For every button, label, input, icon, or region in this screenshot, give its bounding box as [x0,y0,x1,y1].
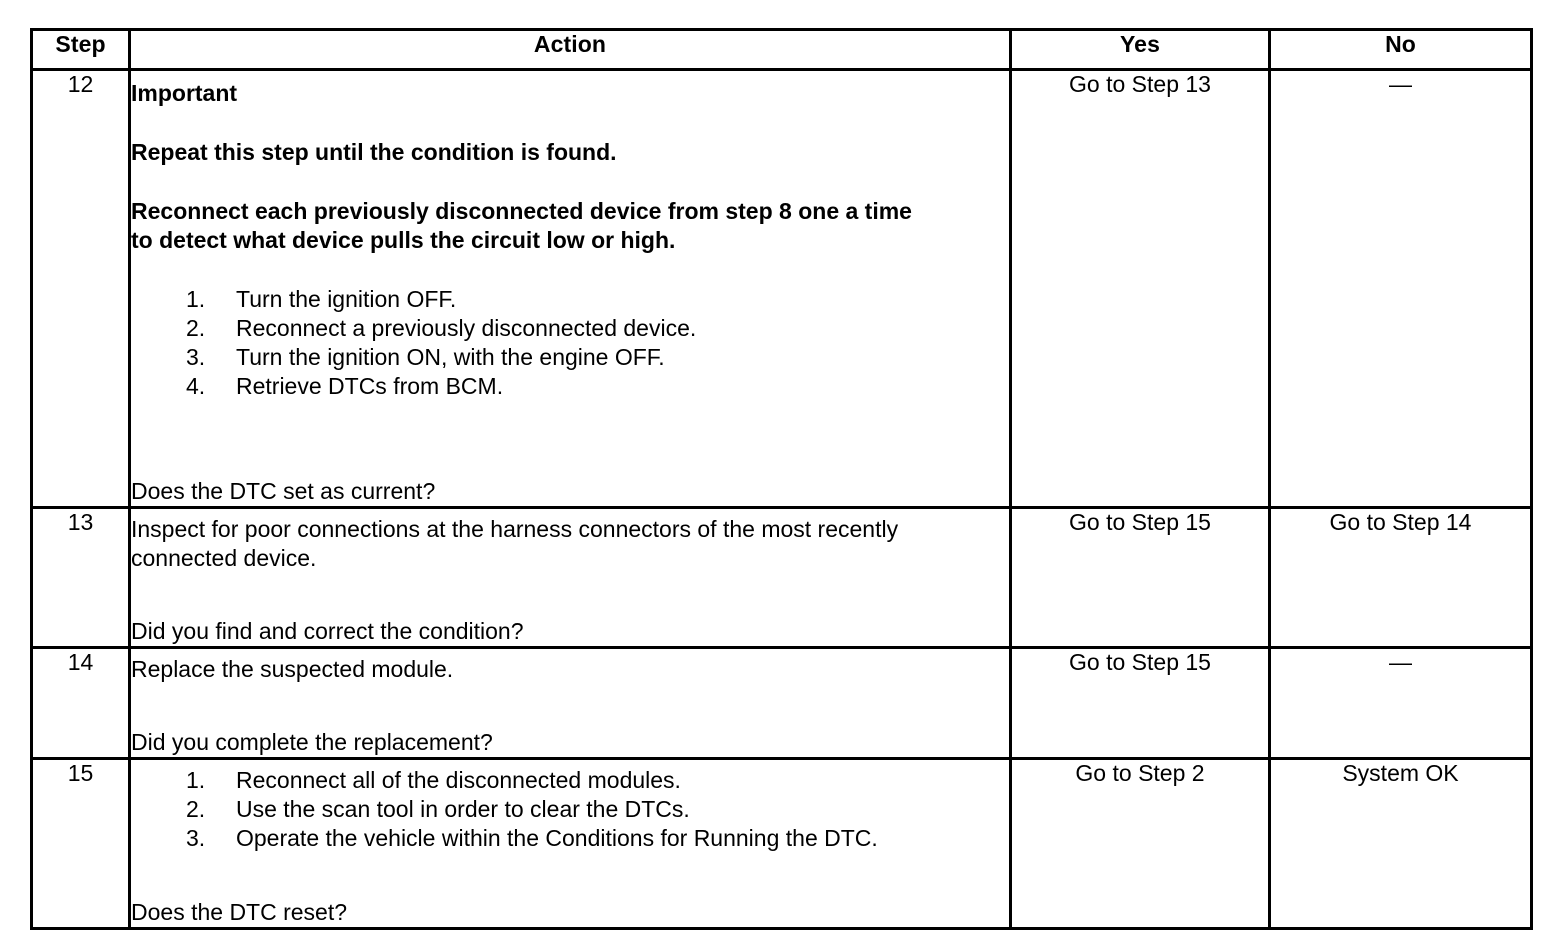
list-item-text: Reconnect all of the disconnected module… [236,767,681,793]
list-item-text: Use the scan tool in order to clear the … [236,796,690,822]
list-item-text: Reconnect a previously disconnected devi… [236,315,697,341]
list-item-text: Operate the vehicle within the Condition… [236,825,878,851]
list-item-number: 1. [186,767,206,793]
column-header-no: No [1268,28,1533,71]
no-answer-cell: — [1268,646,1533,760]
spacer [131,167,1009,197]
yes-answer-text: Go to Step 15 [1069,649,1211,675]
action-cell: Replace the suspected module. Did you co… [128,646,1012,760]
diagnostic-procedure-table: Step Action Yes No 12 Important Repeat t… [30,28,1533,930]
action-question: Does the DTC reset? [131,899,348,925]
list-item-number: 2. [186,315,206,341]
list-item: 3. Turn the ignition ON, with the engine … [131,343,1009,372]
yes-answer-cell: Go to Step 13 [1009,68,1271,509]
spacer [131,255,1009,285]
step-number: 15 [30,757,131,930]
no-answer-cell: System OK [1268,757,1533,930]
yes-answer-text: Go to Step 15 [1069,509,1211,535]
important-note: Repeat this step until the condition is … [131,139,617,165]
spacer [131,684,1009,728]
list-item-text: Retrieve DTCs from BCM. [236,373,504,399]
spacer [131,108,1009,138]
no-answer-text: — [1389,649,1412,675]
action-statement: Replace the suspected module. [131,656,454,682]
list-item: 4. Retrieve DTCs from BCM. [131,372,1009,401]
table-body: 12 Important Repeat this step until the … [30,68,1533,930]
column-header-step: Step [30,28,131,71]
action-statement: Inspect for poor connections at the harn… [131,516,899,571]
table-row: 13 Inspect for poor connections at the h… [30,506,1533,649]
yes-answer-cell: Go to Step 2 [1009,757,1271,930]
yes-answer-text: Go to Step 13 [1069,71,1211,97]
table-header: Step Action Yes No [30,28,1533,71]
column-header-action: Action [128,28,1012,71]
spacer [131,853,1009,898]
action-cell: 1. Reconnect all of the disconnected modu… [128,757,1012,930]
list-item-number: 3. [186,825,206,851]
action-cell: Inspect for poor connections at the harn… [128,506,1012,649]
step-number: 14 [30,646,131,760]
yes-answer-cell: Go to Step 15 [1009,646,1271,760]
list-item: 2. Reconnect a previously disconnected de… [131,314,1009,343]
yes-answer-text: Go to Step 2 [1075,760,1205,786]
list-item-text: Turn the ignition OFF. [236,286,457,312]
spacer [131,401,1009,477]
action-cell: Important Repeat this step until the con… [128,68,1012,509]
action-question: Did you complete the replacement? [131,729,493,755]
list-item: 1. Turn the ignition OFF. [131,285,1009,314]
table-row: 12 Important Repeat this step until the … [30,68,1533,509]
no-answer-text: Go to Step 14 [1329,509,1472,535]
list-item: 2. Use the scan tool in order to clear th… [131,795,1009,824]
numbered-step-list: 1. Turn the ignition OFF. 2. Reconnect a p… [131,285,1009,401]
header-row: Step Action Yes No [30,28,1533,71]
list-item-number: 3. [186,344,206,370]
action-question: Does the DTC set as current? [131,478,436,504]
step-number: 12 [30,68,131,509]
numbered-step-list: 1. Reconnect all of the disconnected modu… [131,766,1009,853]
no-answer-text: — [1389,71,1412,97]
table-row: 15 1. Reconnect all of the disconnected m… [30,757,1533,930]
yes-answer-cell: Go to Step 15 [1009,506,1271,649]
column-header-yes: Yes [1009,28,1271,71]
list-item-text: Turn the ignition ON, with the engine OF… [236,344,665,370]
action-question: Did you find and correct the condition? [131,618,524,644]
list-item-number: 2. [186,796,206,822]
no-answer-text: System OK [1342,760,1459,786]
no-answer-cell: — [1268,68,1533,509]
no-answer-cell: Go to Step 14 [1268,506,1533,649]
list-item-number: 4. [186,373,206,399]
list-item: 3. Operate the vehicle within the Conditi… [131,824,1009,853]
step-number: 13 [30,506,131,649]
spacer [131,573,1009,617]
list-item: 1. Reconnect all of the disconnected modu… [131,766,1009,795]
instruction-text: Reconnect each previously disconnected d… [131,198,912,253]
list-item-number: 1. [186,286,206,312]
table-row: 14 Replace the suspected module. Did you… [30,646,1533,760]
important-label: Important [131,80,238,106]
